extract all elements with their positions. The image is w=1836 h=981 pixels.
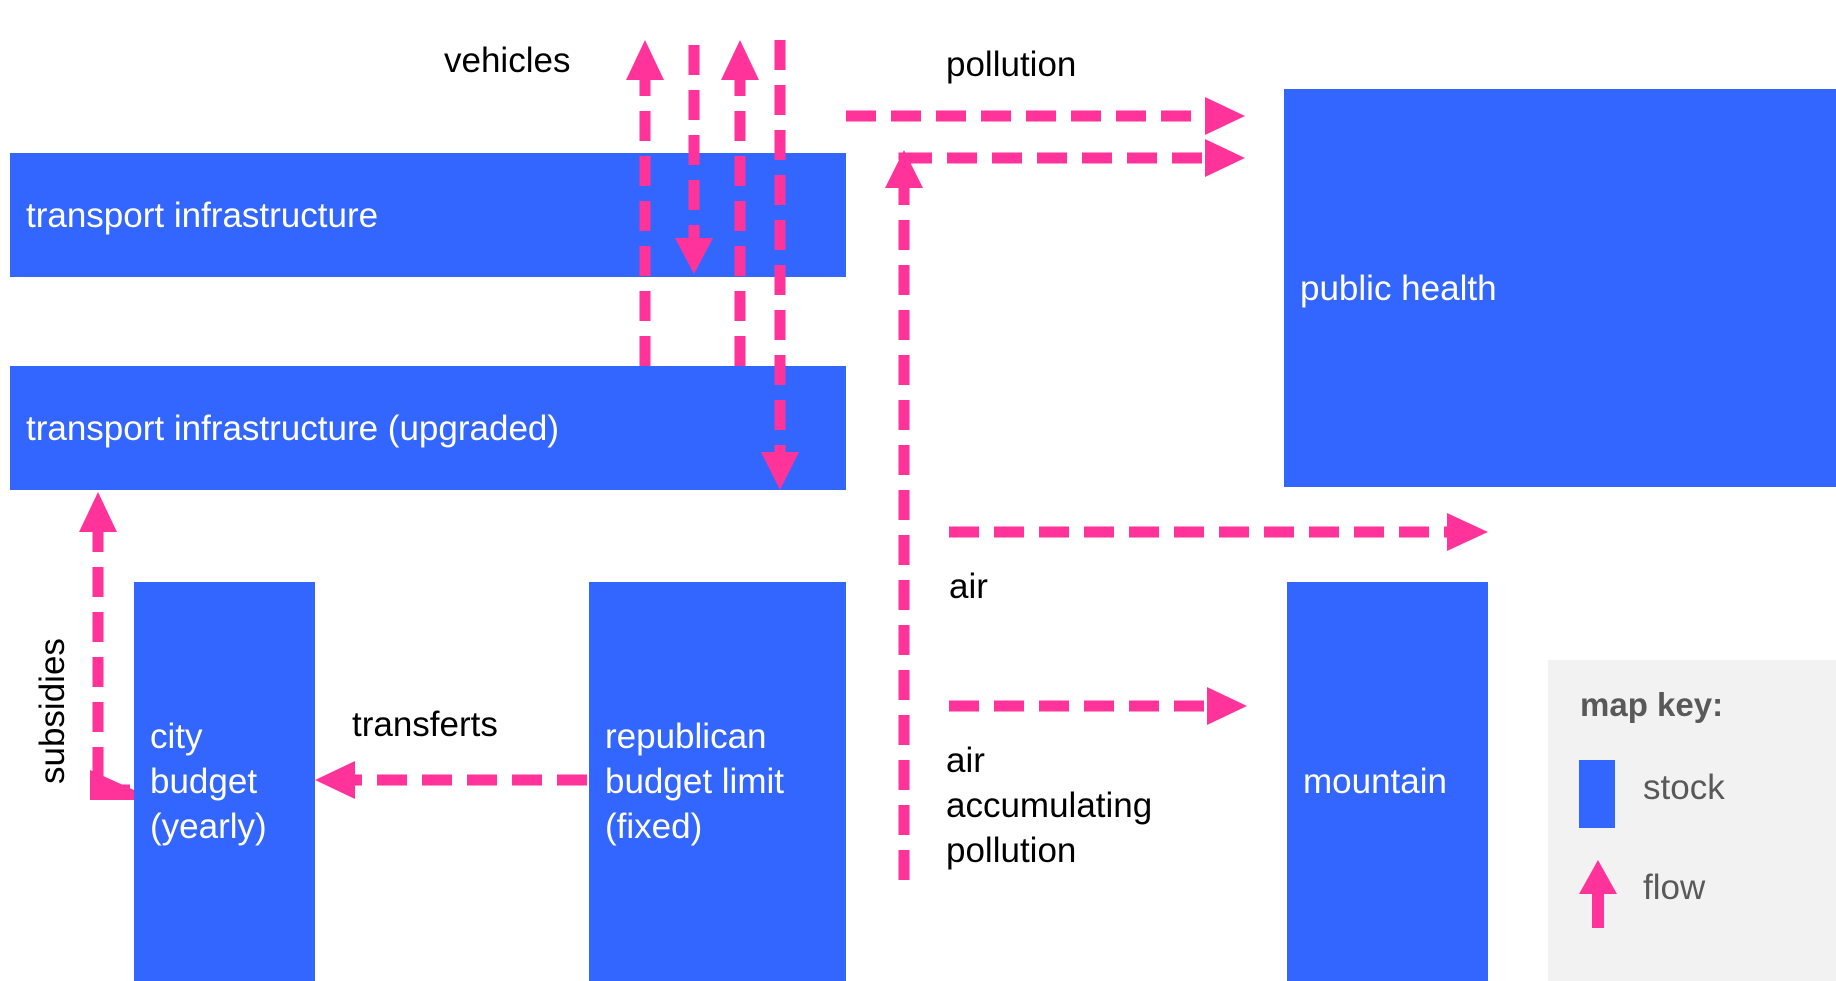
label-pollution: pollution: [946, 45, 1077, 84]
arrowhead-up-2: [721, 40, 759, 80]
flow-arrow-icon: [1579, 860, 1617, 928]
stock-label: city budget (yearly): [150, 717, 267, 846]
arrowhead-pollution-l-right: [1205, 139, 1245, 177]
label-transferts: transferts: [352, 705, 498, 744]
arrowhead-pollution-top: [1205, 97, 1245, 135]
stock-label: public health: [1300, 268, 1497, 308]
arrowhead-pollution-l-up: [885, 150, 923, 188]
map-key: map key: stock flow: [1548, 660, 1836, 981]
stock-transport-infrastructure-upgraded: transport infrastructure (upgraded): [10, 366, 846, 490]
stock-label: republican budget limit (fixed): [605, 717, 784, 846]
arrowhead-down-2: [761, 452, 799, 490]
arrowhead-transferts: [315, 761, 355, 799]
arrowhead-up-1: [626, 40, 664, 80]
stock-label: transport infrastructure: [26, 195, 379, 235]
stock-label: mountain: [1303, 762, 1447, 801]
label-vehicles: vehicles: [444, 41, 571, 80]
map-key-stock-label: stock: [1643, 768, 1725, 807]
arrowhead-down-1: [675, 238, 713, 274]
stock-label: transport infrastructure (upgraded): [26, 408, 560, 448]
stock-public-health: public health: [1284, 89, 1836, 487]
map-key-title: map key:: [1580, 686, 1724, 723]
label-air-accumulating-pollution: air accumulating pollution: [946, 741, 1153, 870]
map-key-flow-label: flow: [1643, 868, 1706, 907]
arrowhead-air: [1447, 513, 1488, 551]
stock-swatch-icon: [1579, 760, 1615, 828]
stock-city-budget: city budget (yearly): [134, 582, 315, 981]
label-air: air: [949, 567, 988, 606]
stock-transport-infrastructure: transport infrastructure: [10, 153, 846, 277]
arrowhead-subsidies-up: [79, 492, 117, 532]
stock-mountain: mountain: [1287, 582, 1488, 981]
label-subsidies: subsidies: [33, 638, 72, 784]
arrowhead-air-accumulating: [1207, 687, 1247, 725]
flow-subsidies: [92, 530, 130, 796]
stock-republican-budget-limit: republican budget limit (fixed): [589, 582, 846, 981]
arrowhead-subsidies-right: [90, 770, 134, 800]
